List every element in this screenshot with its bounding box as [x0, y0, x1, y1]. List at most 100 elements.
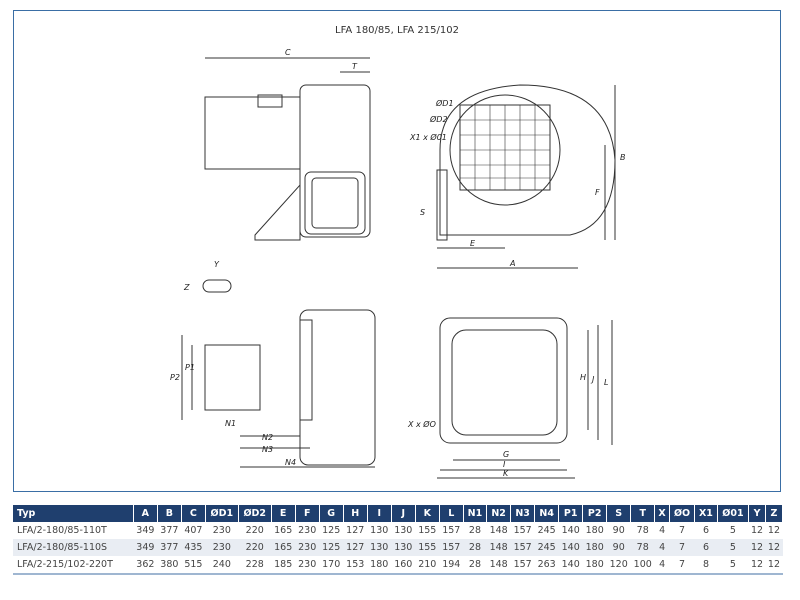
column-header: S — [606, 505, 632, 522]
column-header: L — [439, 505, 464, 522]
column-header: Ø01 — [717, 505, 750, 522]
value-cell: 157 — [510, 556, 535, 575]
value-cell: 12 — [765, 539, 783, 556]
value-cell: 153 — [343, 556, 368, 575]
value-cell: 8 — [694, 556, 718, 575]
model-cell: LFA/2-215/102-220T — [13, 556, 134, 575]
column-header: B — [157, 505, 182, 522]
label-N2: N2 — [262, 433, 273, 442]
value-cell: 4 — [659, 525, 666, 536]
value-cell: 157 — [513, 525, 532, 536]
value-cell: 180 — [367, 556, 392, 575]
value-cell: 228 — [238, 556, 272, 575]
value-cell: 12 — [748, 539, 766, 556]
value-cell: 157 — [442, 525, 461, 536]
label-X1: X1 x Ø01 — [409, 132, 447, 142]
value-cell: 349 — [136, 525, 155, 536]
value-cell: 7 — [669, 556, 695, 575]
value-cell: 263 — [534, 556, 559, 575]
value-cell: 140 — [558, 539, 583, 556]
top-view — [181, 309, 376, 468]
value-cell: 157 — [439, 539, 464, 556]
column-header: ØD1 — [205, 505, 239, 522]
label-L: L — [604, 378, 608, 387]
column-header: G — [319, 505, 344, 522]
value-cell: 180 — [585, 525, 604, 536]
value-cell: 90 — [612, 525, 625, 536]
value-cell: 155 — [418, 525, 437, 536]
label-T: T — [352, 62, 358, 71]
inlet-view — [437, 317, 613, 479]
value-cell: 377 — [160, 525, 179, 536]
label-C: C — [285, 48, 291, 57]
value-cell: 130 — [394, 525, 413, 536]
value-cell: 230 — [298, 525, 317, 536]
label-I: I — [503, 460, 506, 469]
drawing-panel: LFA 180/85, LFA 215/102 — [13, 10, 781, 492]
label-K: K — [503, 469, 509, 478]
column-header: I — [367, 505, 392, 522]
column-header: J — [391, 505, 416, 522]
label-Z: Z — [183, 283, 190, 292]
value-cell: 7 — [669, 539, 695, 556]
slot-detail — [202, 279, 232, 293]
side-view-motor — [204, 57, 371, 241]
value-cell: 148 — [486, 556, 511, 575]
value-cell: 220 — [238, 539, 272, 556]
label-S: S — [420, 208, 425, 217]
label-N4: N4 — [285, 458, 296, 467]
technical-drawing: C T ØD1 ØD2 X1 x Ø01 B F S E A Y Z P2 P1… — [170, 48, 626, 479]
column-header: Y — [748, 505, 766, 522]
label-P1: P1 — [185, 363, 195, 372]
value-cell: 220 — [245, 525, 264, 536]
column-header: N3 — [510, 505, 536, 522]
column-header: C — [181, 505, 206, 522]
value-cell: 377 — [157, 539, 182, 556]
label-N3: N3 — [262, 445, 273, 454]
value-cell: 380 — [157, 556, 182, 575]
column-header: E — [271, 505, 296, 522]
label-A: A — [509, 259, 515, 268]
value-cell: 127 — [346, 525, 365, 536]
column-header: F — [295, 505, 320, 522]
value-cell: 6 — [702, 525, 709, 536]
value-cell: 127 — [343, 539, 368, 556]
column-header: N1 — [463, 505, 488, 522]
label-B: B — [620, 153, 626, 162]
column-header: T — [630, 505, 656, 522]
value-cell: 130 — [370, 525, 389, 536]
value-cell: 349 — [133, 539, 158, 556]
value-cell: 157 — [510, 539, 535, 556]
value-cell: 130 — [367, 539, 392, 556]
value-cell: 210 — [415, 556, 440, 575]
value-cell: 6 — [694, 539, 718, 556]
column-header: P1 — [558, 505, 584, 522]
value-cell: 130 — [391, 539, 416, 556]
model-cell: LFA/2-180/85-110T — [17, 525, 107, 536]
column-header: ØD2 — [238, 505, 272, 522]
value-cell: 28 — [463, 556, 487, 575]
value-cell: 120 — [606, 556, 631, 575]
label-J: J — [590, 375, 595, 384]
column-header: ØO — [669, 505, 696, 522]
value-cell: 515 — [181, 556, 206, 575]
value-cell: 245 — [537, 525, 556, 536]
value-cell: 12 — [765, 556, 783, 575]
column-header: H — [343, 505, 368, 522]
column-header: N4 — [534, 505, 560, 522]
model-cell: LFA/2-180/85-110S — [13, 539, 134, 556]
value-cell: 125 — [322, 525, 341, 536]
value-cell: 100 — [630, 556, 655, 575]
value-cell: 90 — [606, 539, 631, 556]
value-cell: 4 — [654, 539, 670, 556]
value-cell: 28 — [463, 539, 487, 556]
value-cell: 230 — [205, 539, 239, 556]
value-cell: 180 — [582, 539, 607, 556]
column-header: Z — [765, 505, 784, 522]
label-H: H — [580, 373, 586, 382]
value-cell: 140 — [561, 525, 580, 536]
